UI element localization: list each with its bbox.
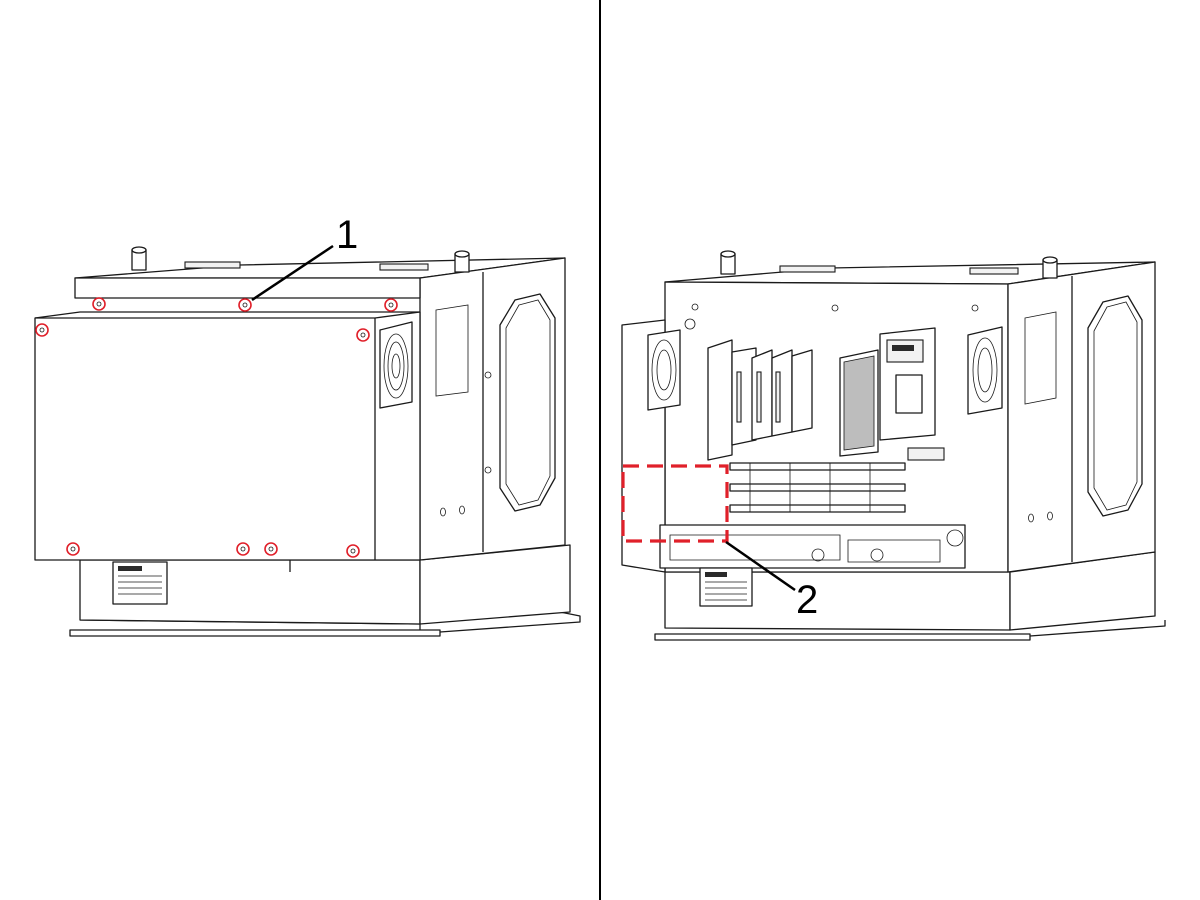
terminal-rails: [729, 447, 945, 513]
nameplate: [112, 561, 168, 605]
callout-1-label: 1: [336, 213, 358, 257]
screw-icon: [92, 297, 106, 311]
screw-icon: [66, 542, 80, 556]
screw-icon: [346, 544, 360, 558]
screw-markers: [35, 297, 398, 558]
cooling-fan-icon: [967, 326, 1003, 415]
screw-icon: [35, 323, 49, 337]
callout-2-label: 2: [796, 578, 818, 622]
left-base-plate: [69, 629, 441, 637]
left-cover-panel: [34, 311, 421, 561]
nameplate: [699, 567, 753, 607]
cooling-fan-icon: [379, 321, 413, 409]
screw-icon: [356, 328, 370, 342]
electronic-modules: [707, 327, 936, 461]
callout-2-leader: [725, 540, 796, 592]
screw-icon: [264, 542, 278, 556]
screw-icon: [384, 298, 398, 312]
cooling-fan-icon: [647, 329, 681, 411]
left-panel-cabinet: 1: [34, 213, 581, 637]
screw-icon: [238, 298, 252, 312]
top-vents: [184, 261, 429, 271]
screw-icon: [236, 542, 250, 556]
highlight-region: [621, 464, 729, 543]
right-panel-cabinet: 2: [621, 250, 1166, 641]
callout-1-leader: [251, 244, 334, 302]
left-side: [419, 257, 566, 561]
side-vent-door: [499, 293, 556, 512]
